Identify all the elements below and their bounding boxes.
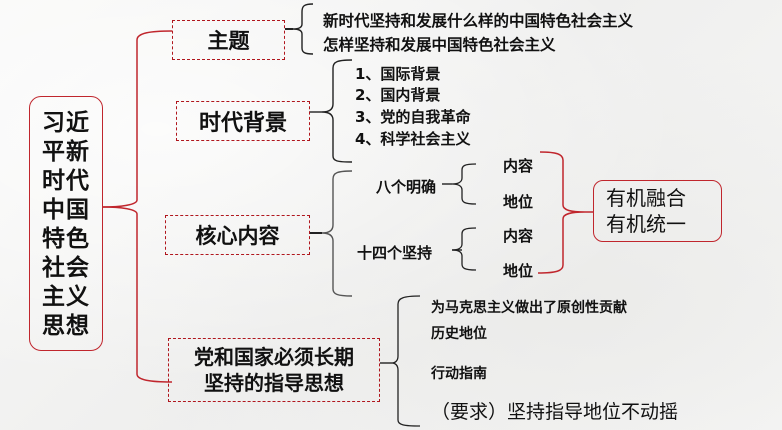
guide-label-line: 党和国家必须长期 [194, 345, 354, 369]
group1-bracket [451, 163, 477, 205]
guide-item: 历史地位 [431, 326, 487, 342]
root-bracket-lower [102, 206, 173, 383]
core-group-item: 地位 [503, 193, 534, 211]
core-node: 核心内容 [165, 215, 310, 255]
background-node: 时代背景 [176, 101, 310, 141]
theme-item: 新时代坚持和发展什么样的中国特色社会主义 [323, 12, 634, 30]
guide-item: 为马克思主义做出了原创性贡献 [431, 300, 627, 316]
background-item: 1、国际背景 [355, 65, 441, 83]
core-summary-box: 有机融合 有机统一 [593, 180, 722, 242]
core-group-item: 内容 [503, 157, 534, 175]
core-group-label: 十四个坚持 [357, 244, 433, 262]
core-group-label: 八个明确 [376, 178, 437, 196]
background-bracket [321, 59, 353, 163]
guide-label-line: 坚持的指导思想 [204, 371, 344, 395]
root-title-line: 平新 [42, 137, 90, 165]
root-title-line: 主义 [42, 282, 90, 310]
guide-bracket [391, 295, 421, 427]
background-item: 3、党的自我革命 [355, 108, 471, 126]
core-group-item: 内容 [503, 227, 534, 245]
theme-bracket [292, 3, 314, 55]
core-label: 核心内容 [195, 223, 280, 248]
root-title-line: 思想 [42, 311, 90, 339]
guide-node: 党和国家必须长期 坚持的指导思想 [168, 338, 380, 402]
background-item: 2、国内背景 [355, 86, 441, 104]
root-title-line: 时代 [42, 166, 90, 194]
core-bracket [321, 170, 353, 297]
background-label: 时代背景 [198, 110, 287, 136]
root-title-line: 特色 [42, 224, 90, 252]
guide-item: （要求）坚持指导地位不动摇 [431, 401, 679, 423]
core-group-item: 地位 [503, 262, 534, 280]
theme-label: 主题 [207, 28, 250, 53]
group2-bracket [451, 227, 477, 271]
theme-node: 主题 [172, 20, 285, 60]
root-title-line: 中国 [42, 195, 90, 223]
guide-item: 行动指南 [431, 366, 487, 382]
core-summary-line: 有机统一 [606, 212, 686, 236]
core-summary-line: 有机融合 [606, 186, 686, 210]
root-title-line: 社会 [42, 253, 90, 281]
root-bracket [102, 30, 173, 208]
background-item: 4、科学社会主义 [355, 130, 471, 148]
root-node: 习近 平新 时代 中国 特色 社会 主义 思想 [29, 96, 103, 351]
root-title-line: 习近 [42, 108, 90, 136]
theme-item: 怎样坚持和发展中国特色社会主义 [323, 36, 556, 54]
summary-bracket [537, 151, 586, 274]
